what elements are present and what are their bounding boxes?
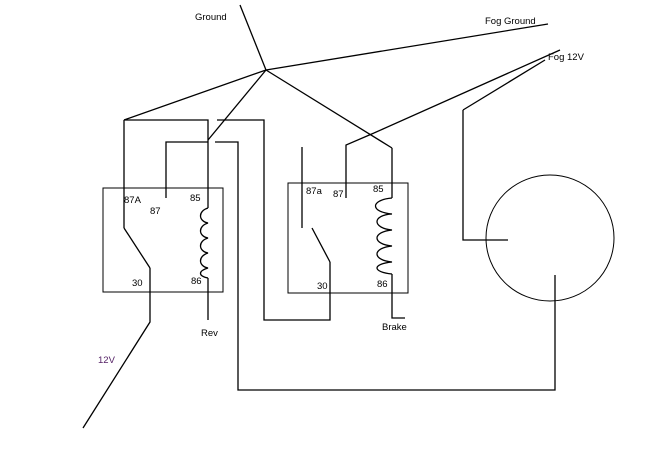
relay-2-switch-arm bbox=[311, 227, 331, 263]
relay-1-pin-85: 85 bbox=[190, 193, 201, 204]
relay-2-body bbox=[287, 182, 409, 294]
ground-lead bbox=[239, 4, 267, 71]
relay-1-switch-arm bbox=[123, 227, 151, 269]
relay-2-coil bbox=[374, 197, 393, 275]
relay-2-pin-87: 87 bbox=[333, 189, 344, 200]
relay-1-87a-wire bbox=[124, 119, 209, 140]
fog-12v-to-lamp-b bbox=[462, 110, 508, 241]
ground-wires bbox=[123, 4, 549, 149]
brake-label: Brake bbox=[382, 322, 407, 333]
relay-2-pin-87a: 87a bbox=[306, 186, 323, 197]
relay-1-body bbox=[102, 187, 224, 293]
fog-12v-label: Fog 12V bbox=[548, 52, 585, 63]
ground-to-relay1-85 bbox=[207, 69, 267, 141]
relay-1-30-to-12v bbox=[82, 268, 151, 429]
relay-1-pin-87a: 87A bbox=[124, 195, 142, 206]
rev-label: Rev bbox=[201, 328, 218, 339]
relay-1-pin-30: 30 bbox=[132, 278, 143, 289]
relay-2-86-to-brake bbox=[391, 274, 405, 319]
relay-1-to-lamp-return bbox=[215, 141, 556, 391]
relay-2: 87a 87 85 30 86 bbox=[287, 132, 409, 319]
relay-1-to-relay2-loop bbox=[217, 119, 331, 321]
fog-lamp bbox=[485, 174, 615, 302]
relay-1-pin-87: 87 bbox=[150, 206, 161, 217]
relay-2-pin-86: 86 bbox=[377, 279, 388, 290]
relay-2-pin-30: 30 bbox=[317, 281, 328, 292]
relay-1-pin-86: 86 bbox=[191, 276, 202, 287]
relay-1-87-wire bbox=[165, 141, 208, 198]
12v-label: 12V bbox=[98, 355, 116, 366]
fog-ground-lead bbox=[265, 23, 549, 71]
ground-label: Ground bbox=[195, 12, 227, 23]
fog-12v-lead bbox=[373, 49, 561, 134]
fog-ground-label: Fog Ground bbox=[485, 16, 536, 27]
relay-1-coil bbox=[199, 207, 209, 279]
relay-2-87-wire bbox=[345, 132, 375, 198]
ground-to-relay2-bus bbox=[265, 69, 393, 149]
relay-1: 87A 87 85 30 86 bbox=[82, 119, 556, 429]
ground-to-relay2-87a bbox=[123, 69, 267, 121]
fog-12v-to-lamp-a bbox=[462, 59, 546, 111]
relay-2-pin-85: 85 bbox=[373, 184, 384, 195]
fog-12v-wires bbox=[373, 49, 561, 241]
